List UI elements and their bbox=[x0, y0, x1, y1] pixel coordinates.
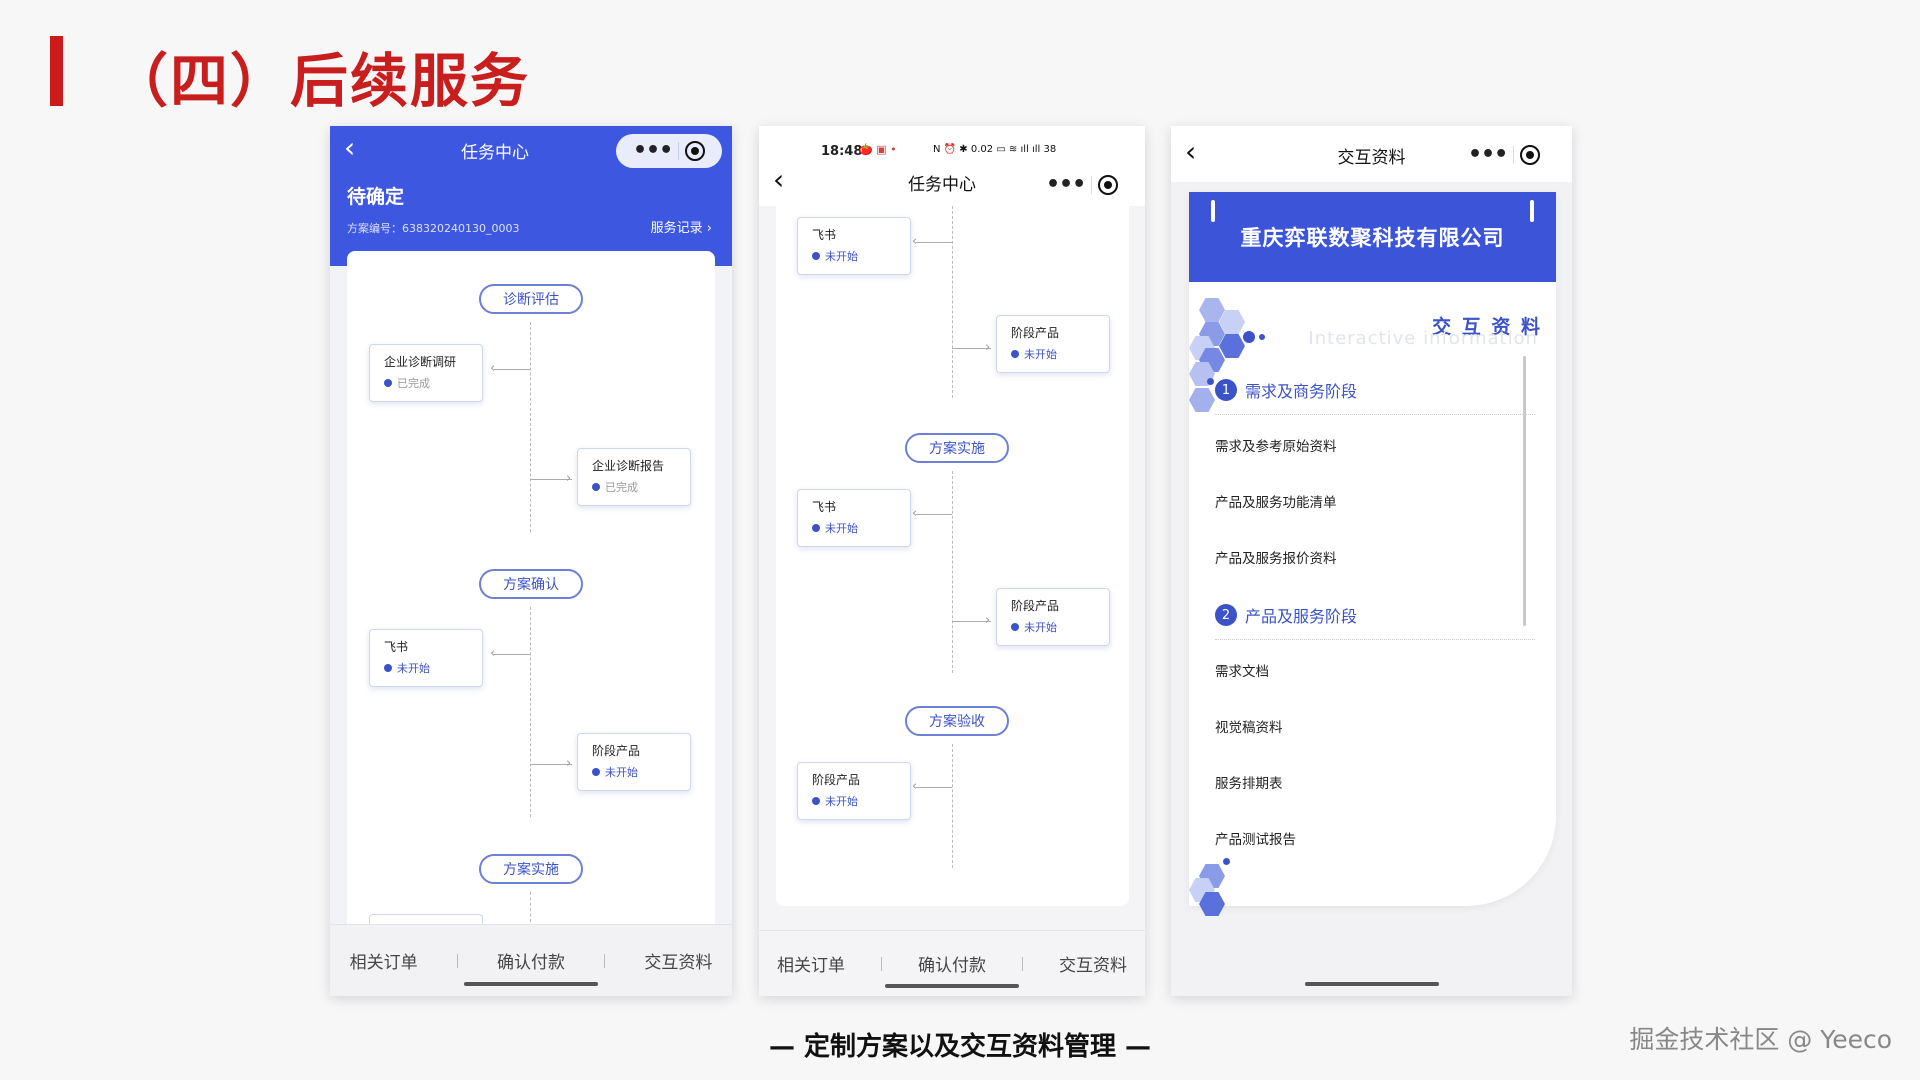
section-number-badge: 1 bbox=[1215, 379, 1237, 401]
more-icon[interactable]: ••• bbox=[1467, 142, 1508, 167]
nav-title: 交互资料 bbox=[1337, 148, 1406, 168]
tab-confirm-payment[interactable]: 确认付款 bbox=[496, 953, 565, 973]
title-accent-bar bbox=[50, 36, 63, 106]
task-card[interactable]: 飞书 未开始 bbox=[369, 629, 483, 687]
stage-pill[interactable]: 诊断评估 bbox=[479, 284, 583, 314]
more-icon[interactable]: ••• bbox=[1045, 172, 1086, 197]
task-card[interactable]: 飞书 未开始 bbox=[797, 217, 911, 275]
section-heading: 交 互 资 料 bbox=[1432, 316, 1542, 338]
home-indicator bbox=[464, 982, 598, 986]
home-indicator bbox=[885, 984, 1019, 988]
status-time: 18:48 bbox=[821, 144, 863, 159]
task-card[interactable]: 企业诊断调研 已完成 bbox=[369, 344, 483, 402]
slide-title: （四）后续服务 bbox=[110, 47, 531, 115]
status-right-icons: N ⏰ ✱ 0.02 ▭ ≋ ıll ıll 38 bbox=[933, 144, 1057, 155]
task-card[interactable]: 阶段产品 未开始 bbox=[996, 588, 1110, 646]
mini-program-capsule[interactable]: ••• bbox=[1029, 168, 1135, 202]
phone-task-center-1: ‹ 任务中心 ••• 待确定 方案编号：638320240130_0003 服务… bbox=[330, 126, 732, 996]
section-2-heading[interactable]: 2 产品及服务阶段 bbox=[1215, 603, 1357, 627]
bottom-tab-bar: 相关订单 确认付款 交互资料 bbox=[330, 924, 732, 996]
resource-item[interactable]: 需求及参考原始资料 bbox=[1215, 439, 1337, 455]
task-card[interactable]: 飞书 未开始 bbox=[797, 489, 911, 547]
back-icon[interactable]: ‹ bbox=[773, 163, 785, 196]
company-banner: 重庆弈联数聚科技有限公司 bbox=[1189, 192, 1556, 282]
section-number-badge: 2 bbox=[1215, 604, 1237, 626]
task-header: ‹ 任务中心 ••• 待确定 方案编号：638320240130_0003 服务… bbox=[330, 126, 732, 266]
section-subheading: Interactive information bbox=[1308, 328, 1538, 349]
home-indicator bbox=[1305, 982, 1439, 986]
stage-pill[interactable]: 方案实施 bbox=[905, 433, 1009, 463]
close-target-icon[interactable] bbox=[1520, 145, 1541, 165]
status-bar: 18:48 🍅 ▣ • N ⏰ ✱ 0.02 ▭ ≋ ıll ıll 38 bbox=[759, 140, 1145, 164]
more-icon[interactable]: ••• bbox=[632, 138, 673, 163]
task-card[interactable]: 企业诊断报告 已完成 bbox=[577, 448, 691, 506]
status-left-icons: 🍅 ▣ • bbox=[859, 143, 897, 156]
stage-pill[interactable]: 方案确认 bbox=[479, 569, 583, 599]
document-card bbox=[1189, 192, 1556, 906]
mini-program-capsule[interactable]: ••• bbox=[1451, 138, 1557, 172]
stage-pill[interactable]: 方案验收 bbox=[905, 706, 1009, 736]
tab-interaction-docs[interactable]: 交互资料 bbox=[644, 953, 713, 973]
task-card[interactable]: 阶段产品 未开始 bbox=[996, 315, 1110, 373]
slide-caption: — 定制方案以及交互资料管理 — bbox=[768, 1032, 1152, 1062]
resource-item[interactable]: 服务排期表 bbox=[1215, 776, 1283, 792]
stage-pill[interactable]: 方案实施 bbox=[479, 854, 583, 884]
nav-title: 任务中心 bbox=[461, 143, 529, 163]
plan-number: 方案编号：638320240130_0003 bbox=[347, 222, 520, 235]
tab-related-orders[interactable]: 相关订单 bbox=[349, 953, 418, 973]
back-icon[interactable]: ‹ bbox=[1185, 135, 1197, 168]
resource-item[interactable]: 需求文档 bbox=[1215, 664, 1269, 680]
company-name: 重庆弈联数聚科技有限公司 bbox=[1240, 226, 1505, 250]
tab-interaction-docs[interactable]: 交互资料 bbox=[1059, 956, 1127, 976]
phone-task-center-2: 18:48 🍅 ▣ • N ⏰ ✱ 0.02 ▭ ≋ ıll ıll 38 ‹ … bbox=[759, 126, 1145, 996]
mini-program-capsule[interactable]: ••• bbox=[616, 134, 722, 168]
task-card[interactable]: 阶段产品 未开始 bbox=[577, 733, 691, 791]
watermark: 掘金技术社区 @ Yeeco bbox=[1629, 1025, 1892, 1054]
status-title: 待确定 bbox=[347, 186, 405, 208]
close-target-icon[interactable] bbox=[685, 141, 706, 161]
resource-item[interactable]: 视觉稿资料 bbox=[1215, 720, 1283, 736]
resource-item[interactable]: 产品及服务功能清单 bbox=[1215, 495, 1337, 511]
bottom-tab-bar: 相关订单 确认付款 交互资料 bbox=[759, 930, 1145, 996]
resource-item[interactable]: 产品及服务报价资料 bbox=[1215, 551, 1337, 567]
close-target-icon[interactable] bbox=[1098, 175, 1119, 195]
tab-related-orders[interactable]: 相关订单 bbox=[777, 956, 845, 976]
section-1-heading[interactable]: 1 需求及商务阶段 bbox=[1215, 378, 1357, 402]
back-icon[interactable]: ‹ bbox=[344, 131, 356, 164]
phone-interaction-docs: ‹ 交互资料 ••• 重庆弈联数聚科技有限公司 交 互 资 料 Interact… bbox=[1171, 126, 1572, 996]
nav-title: 任务中心 bbox=[908, 175, 976, 195]
task-card[interactable]: 阶段产品 未开始 bbox=[797, 762, 911, 820]
tab-confirm-payment[interactable]: 确认付款 bbox=[918, 956, 986, 976]
resource-item[interactable]: 产品测试报告 bbox=[1215, 832, 1296, 848]
service-record-link[interactable]: 服务记录 › bbox=[650, 221, 712, 236]
